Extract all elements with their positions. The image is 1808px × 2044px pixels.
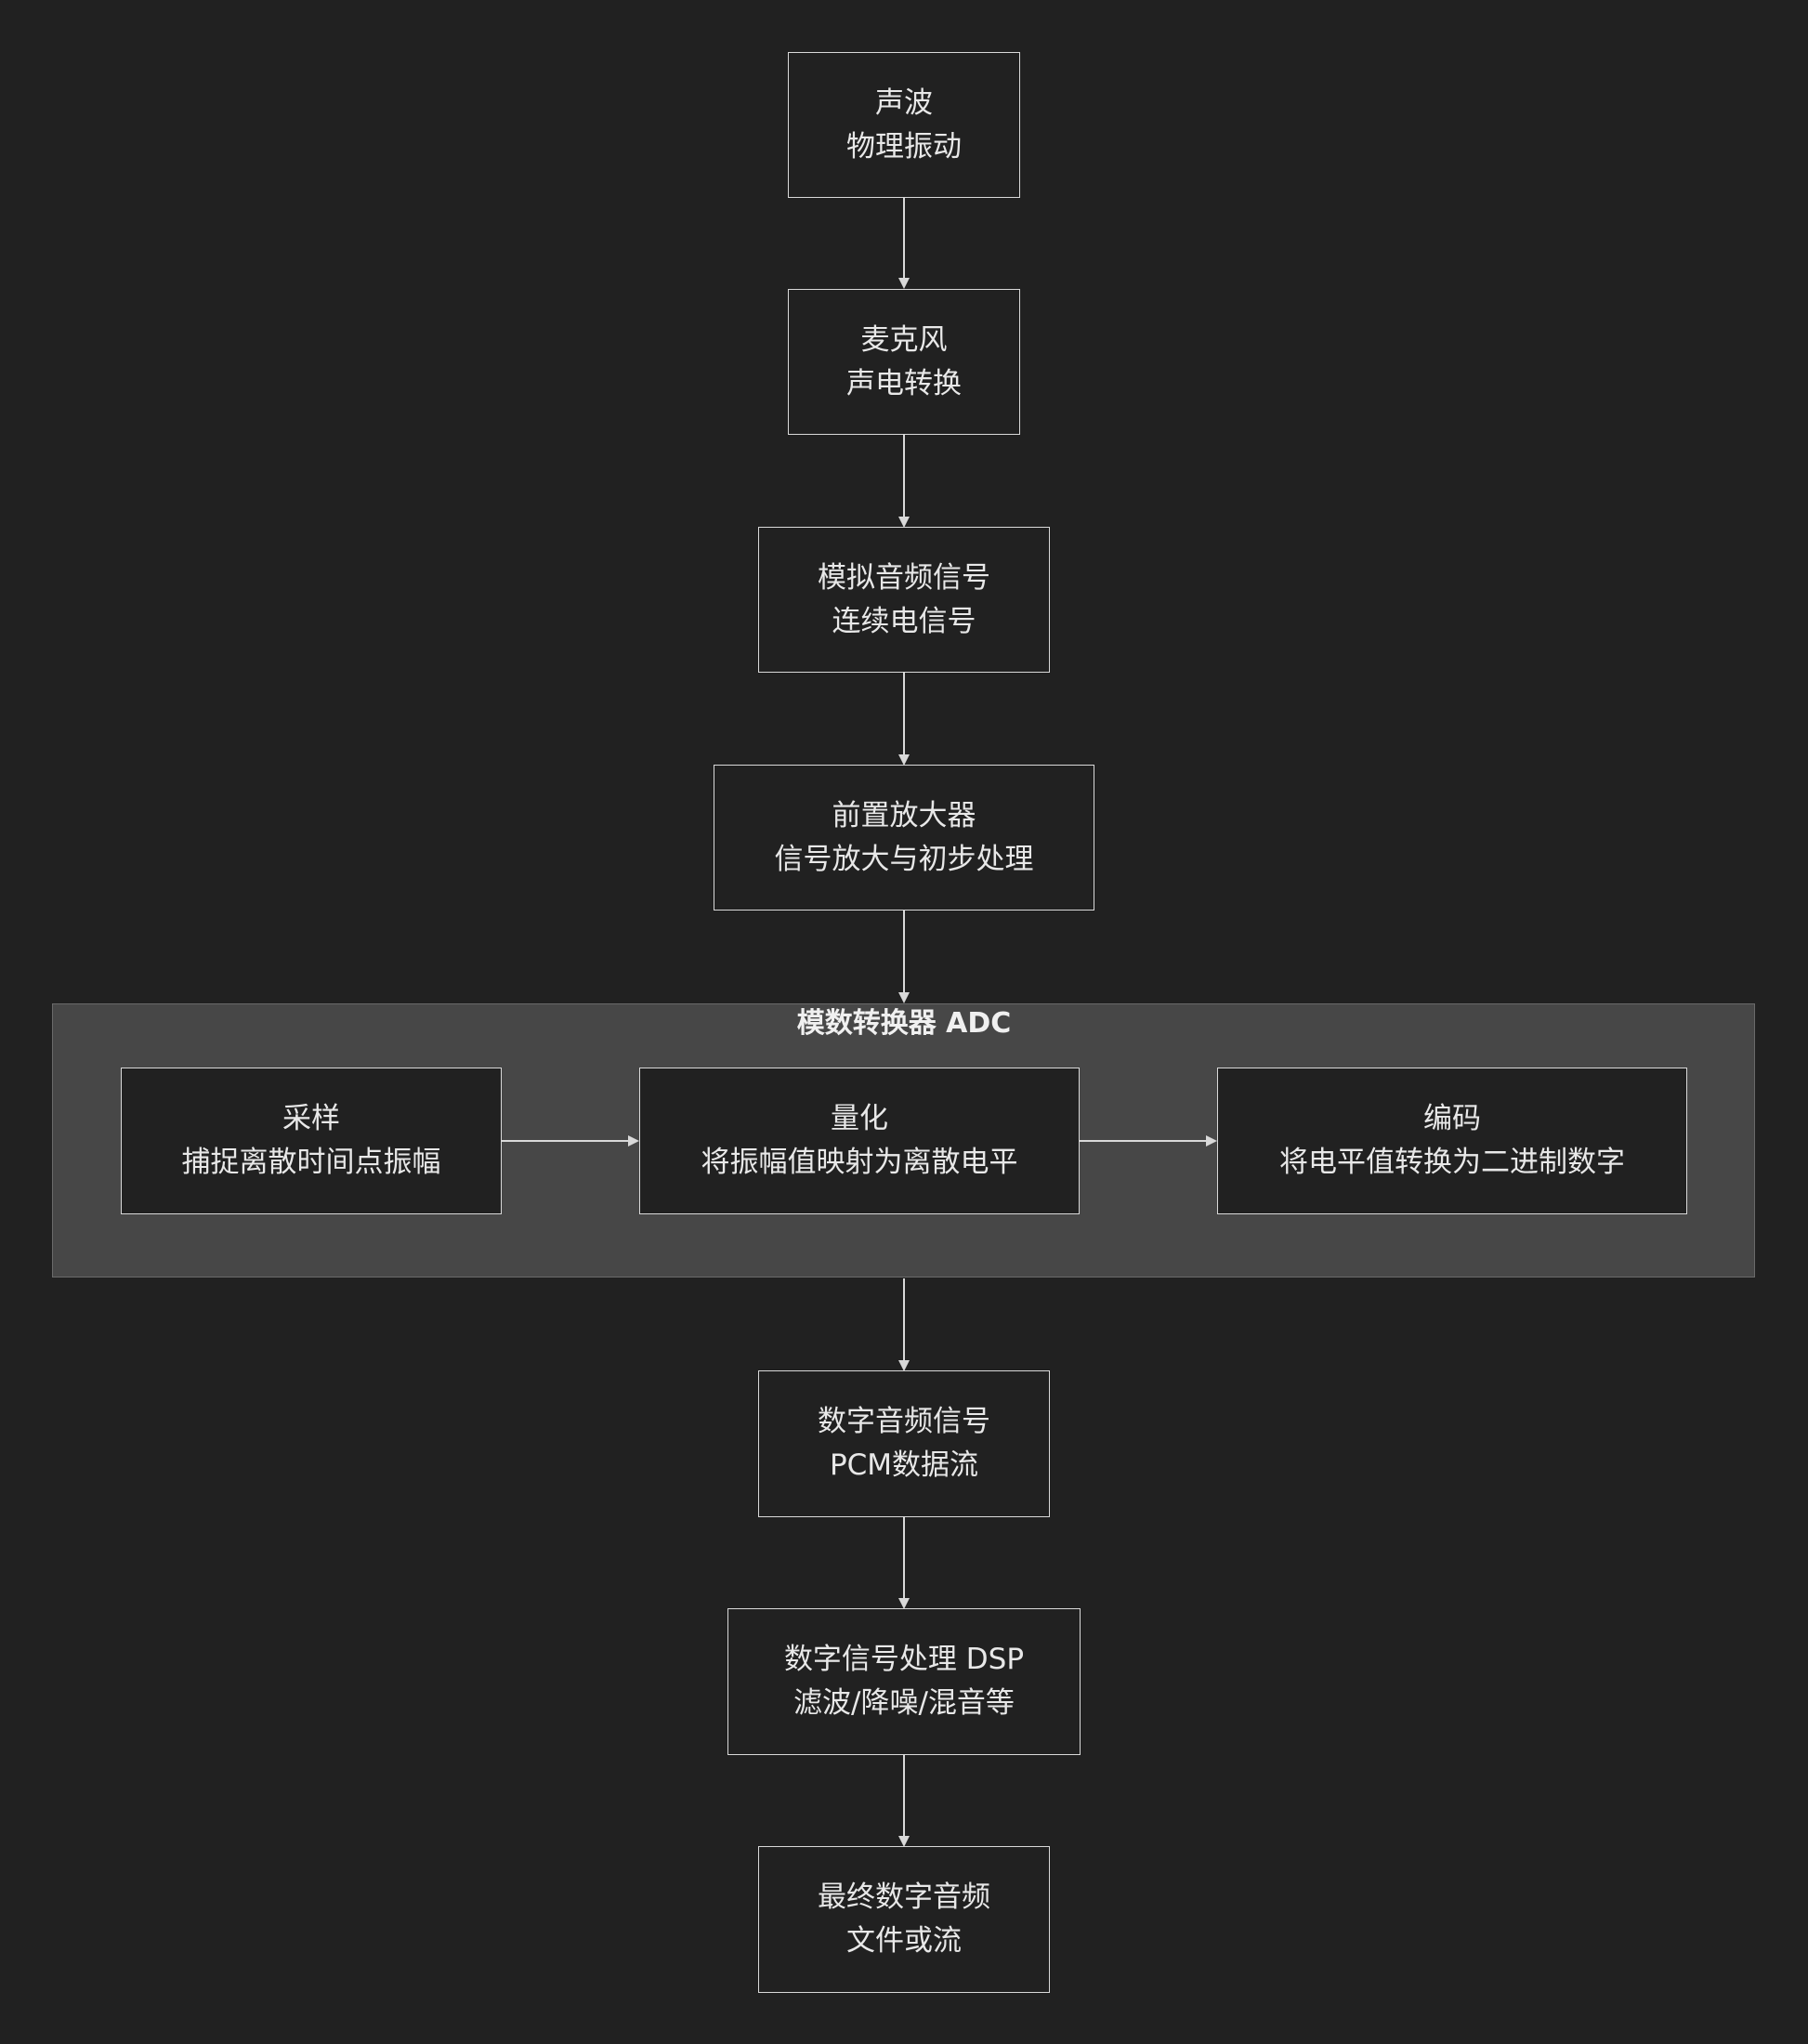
node-analog-signal: 模拟音频信号 连续电信号 [758, 527, 1050, 673]
node-digital-signal: 数字音频信号 PCM数据流 [758, 1370, 1050, 1517]
node-sampling: 采样 捕捉离散时间点振幅 [121, 1068, 502, 1214]
node-sound-wave: 声波 物理振动 [788, 52, 1020, 198]
node-label-line1: 前置放大器 [832, 798, 976, 832]
node-label-line2: 物理振动 [846, 129, 962, 164]
node-label-line1: 量化 [831, 1102, 888, 1135]
adc-cluster-title: 模数转换器 ADC [796, 1007, 1012, 1040]
node-label-line2: 捕捉离散时间点振幅 [181, 1146, 441, 1179]
node-label-line1: 数字信号处理 DSP [783, 1643, 1025, 1676]
node-label-line1: 数字音频信号 [818, 1405, 990, 1438]
node-encoding: 编码 将电平值转换为二进制数字 [1217, 1068, 1687, 1214]
node-label-line1: 采样 [282, 1102, 340, 1135]
node-preamp: 前置放大器 信号放大与初步处理 [714, 765, 1094, 911]
node-microphone: 麦克风 声电转换 [788, 289, 1020, 435]
node-label-line2: 连续电信号 [832, 604, 976, 638]
node-label-line2: 滤波/降噪/混音等 [793, 1686, 1015, 1720]
node-label-line2: 将振幅值映射为离散电平 [701, 1146, 1018, 1179]
node-label-line1: 模拟音频信号 [818, 560, 990, 595]
node-label-line1: 最终数字音频 [818, 1880, 990, 1914]
node-final-output: 最终数字音频 文件或流 [758, 1846, 1050, 1993]
node-quantization: 量化 将振幅值映射为离散电平 [639, 1068, 1080, 1214]
node-dsp: 数字信号处理 DSP 滤波/降噪/混音等 [727, 1608, 1081, 1755]
node-label-line2: 信号放大与初步处理 [774, 842, 1034, 876]
node-label-line2: 将电平值转换为二进制数字 [1279, 1146, 1625, 1179]
node-label-line1: 麦克风 [860, 322, 948, 357]
node-label-line2: 文件或流 [846, 1924, 962, 1958]
node-label-line2: 声电转换 [846, 366, 962, 400]
node-label-line1: 编码 [1423, 1102, 1481, 1135]
node-label-line2: PCM数据流 [829, 1448, 979, 1482]
node-label-line1: 声波 [875, 85, 933, 120]
